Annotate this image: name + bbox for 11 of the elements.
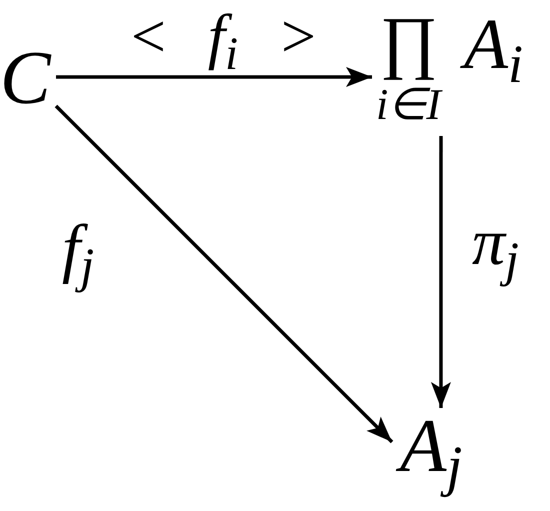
object-label: A$_{j}$ — [392, 408, 482, 504]
arrow — [56, 66, 372, 87]
edge-label: f$_{j}$ — [61, 211, 96, 296]
edge-label: π$_{j}$ — [471, 205, 520, 290]
edge-label: < f$_{i}$ > — [126, 2, 320, 76]
object-label: A$_{i}$ — [460, 8, 523, 86]
product-index: i∈I — [375, 80, 443, 131]
object-label: C — [0, 40, 56, 118]
product-symbol: ∏ — [380, 4, 438, 81]
arrow — [54, 104, 394, 444]
arrow — [430, 136, 451, 408]
